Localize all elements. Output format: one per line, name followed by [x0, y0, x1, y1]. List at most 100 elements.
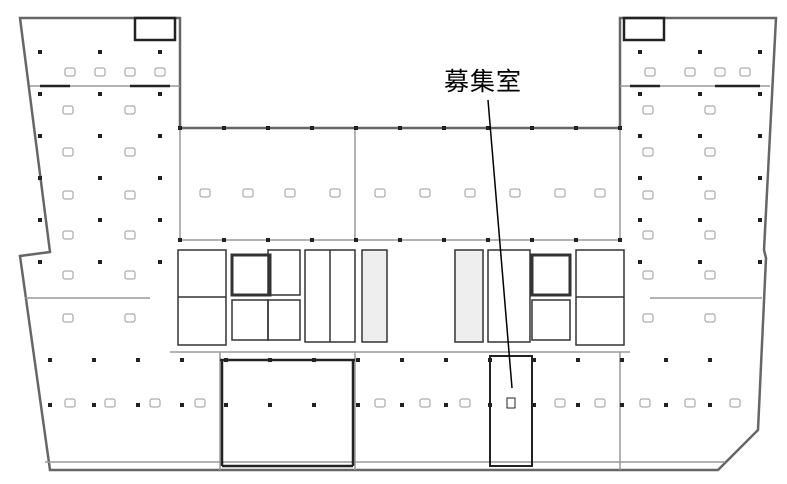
column-mark: [98, 176, 102, 180]
column-mark: [180, 403, 184, 407]
structural-columns: [38, 50, 762, 407]
column-mark: [530, 238, 534, 242]
column-mark: [356, 358, 360, 362]
callout-leader-line: [487, 99, 513, 389]
space-tag: [554, 188, 566, 198]
space-tag: [642, 190, 654, 200]
column-mark: [576, 403, 580, 407]
column-mark: [574, 238, 578, 242]
column-mark: [758, 176, 762, 180]
column-mark: [638, 218, 642, 222]
column-mark: [98, 134, 102, 138]
column-mark: [758, 218, 762, 222]
space-tag: [644, 67, 656, 77]
space-tag: [642, 313, 654, 323]
column-mark: [180, 358, 184, 362]
column-mark: [268, 403, 272, 407]
space-tag: [94, 67, 106, 77]
space-tag: [62, 147, 74, 157]
column-mark: [400, 403, 404, 407]
column-mark: [618, 126, 622, 130]
column-mark: [486, 238, 490, 242]
space-tag: [739, 67, 751, 77]
space-tag: [154, 67, 166, 77]
vacant-room-outline: [489, 355, 533, 467]
column-mark: [38, 260, 42, 264]
column-mark: [310, 238, 314, 242]
space-tag: [124, 147, 136, 157]
space-tag: [459, 398, 471, 408]
column-mark: [698, 218, 702, 222]
column-mark: [638, 176, 642, 180]
column-mark: [38, 218, 42, 222]
column-mark: [178, 126, 182, 130]
column-mark: [38, 176, 42, 180]
space-tag: [704, 313, 716, 323]
space-tag: [594, 188, 606, 198]
column-mark: [222, 238, 226, 242]
column-mark: [758, 134, 762, 138]
column-mark: [398, 238, 402, 242]
column-mark: [488, 403, 492, 407]
space-tag: [104, 398, 116, 408]
column-mark: [48, 403, 52, 407]
column-mark: [222, 126, 226, 130]
space-tag: [284, 188, 296, 198]
space-tag: [419, 398, 431, 408]
space-tag: [149, 398, 161, 408]
column-mark: [620, 358, 624, 362]
column-mark: [620, 403, 624, 407]
space-tag: [124, 67, 136, 77]
column-mark: [38, 92, 42, 96]
space-tag: [62, 313, 74, 323]
column-mark: [136, 403, 140, 407]
column-mark: [698, 260, 702, 264]
column-mark: [758, 50, 762, 54]
space-tag: [464, 188, 476, 198]
vacant-room-callout-label: 募集室: [444, 67, 523, 96]
column-mark: [312, 403, 316, 407]
space-tag: [242, 188, 254, 198]
column-mark: [698, 92, 702, 96]
column-mark: [398, 126, 402, 130]
column-mark: [268, 358, 272, 362]
column-mark: [698, 50, 702, 54]
column-mark: [158, 134, 162, 138]
space-tag: [62, 105, 74, 115]
column-mark: [266, 238, 270, 242]
space-tag: [124, 313, 136, 323]
space-tag: [639, 398, 651, 408]
space-tag: [704, 147, 716, 157]
column-mark: [354, 238, 358, 242]
space-tag: [704, 230, 716, 240]
space-tag: [594, 398, 606, 408]
column-mark: [532, 403, 536, 407]
space-tag: [729, 398, 741, 408]
column-mark: [708, 358, 712, 362]
column-mark: [98, 260, 102, 264]
column-mark: [638, 134, 642, 138]
column-mark: [442, 238, 446, 242]
space-tag: [509, 188, 521, 198]
column-mark: [354, 126, 358, 130]
column-mark: [158, 50, 162, 54]
space-tag: [642, 147, 654, 157]
space-tag: [124, 270, 136, 280]
column-mark: [488, 358, 492, 362]
space-tag: [124, 105, 136, 115]
column-mark: [708, 403, 712, 407]
space-tag: [194, 398, 206, 408]
space-tag: [374, 188, 386, 198]
column-mark: [178, 238, 182, 242]
column-mark: [224, 358, 228, 362]
column-mark: [158, 260, 162, 264]
column-mark: [310, 126, 314, 130]
column-mark: [638, 260, 642, 264]
column-mark: [98, 218, 102, 222]
column-mark: [530, 126, 534, 130]
building-core: [177, 249, 625, 346]
space-tag: [124, 190, 136, 200]
column-mark: [38, 50, 42, 54]
column-mark: [486, 126, 490, 130]
